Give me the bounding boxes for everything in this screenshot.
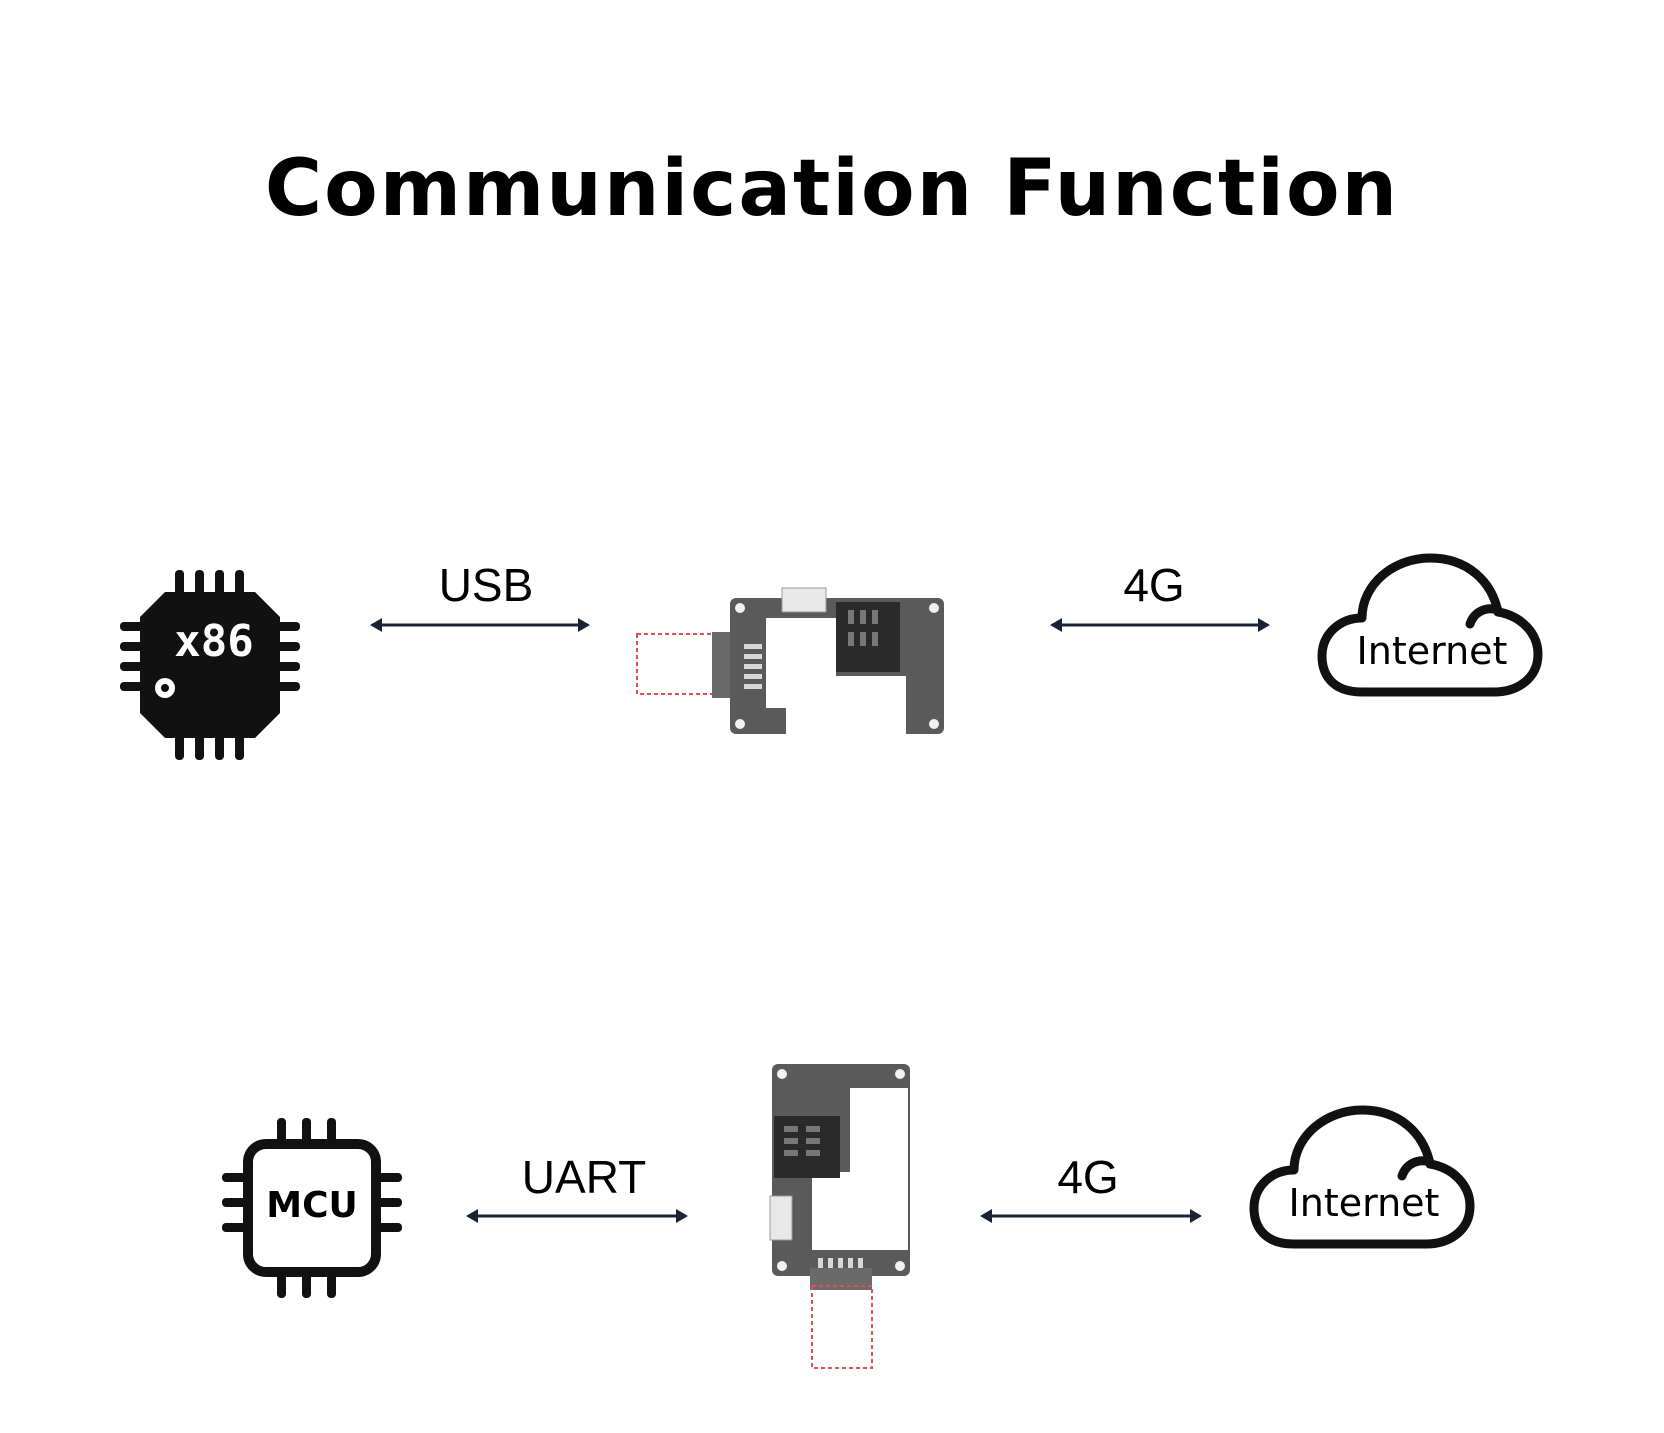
4g-module-board-horizontal (636, 587, 946, 738)
cloud-icon: Internet (1249, 1105, 1475, 1256)
mcu-chip-label: MCU (266, 1185, 358, 1226)
usb-label: USB (438, 559, 534, 611)
4g-module-board-vertical (769, 1060, 920, 1380)
uart-bidirectional-arrow (466, 1206, 688, 1226)
page-title: Communication Function (264, 144, 1400, 234)
usb-communication-row: x86 USB (0, 540, 1664, 840)
cloud-internet-text: Internet (1288, 1181, 1440, 1225)
cloud-icon: Internet (1317, 553, 1543, 704)
usb-bidirectional-arrow (370, 615, 590, 635)
x86-chip-icon: x86 (120, 570, 300, 760)
4g-bidirectional-arrow (1050, 615, 1270, 635)
4g-label: 4G (1057, 1151, 1119, 1203)
cloud-internet-text: Internet (1356, 629, 1508, 673)
mcu-chip-icon: MCU (222, 1118, 402, 1298)
4g-label: 4G (1123, 559, 1185, 611)
uart-communication-row: MCU UART 4G (0, 1060, 1664, 1390)
x86-chip-label: x86 (174, 616, 254, 667)
uart-label: UART (521, 1151, 647, 1203)
4g-bidirectional-arrow (980, 1206, 1202, 1226)
